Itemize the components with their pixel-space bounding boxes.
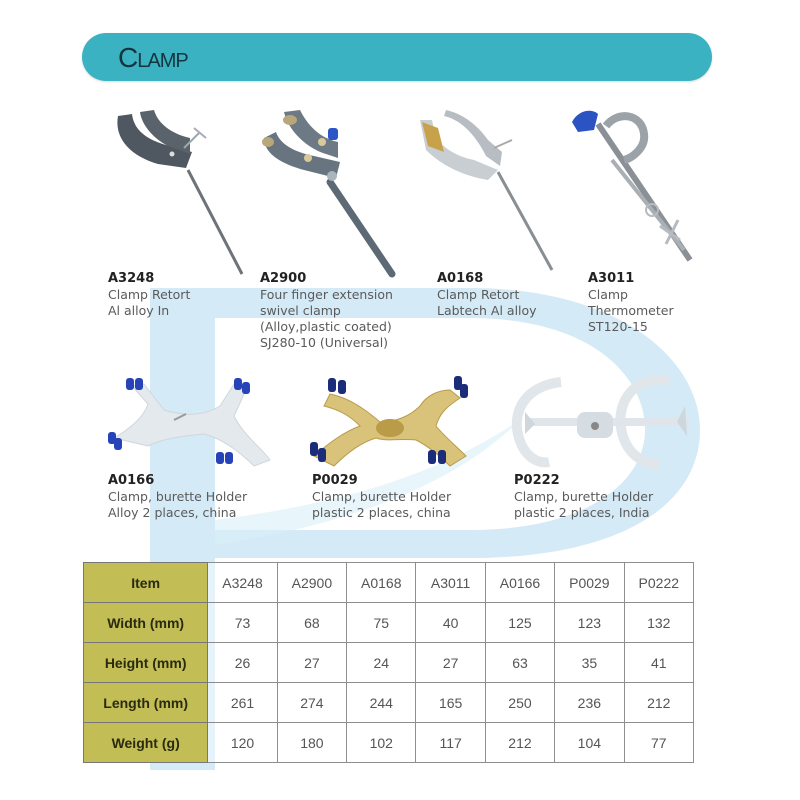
product-description: swivel clamp: [260, 303, 341, 318]
table-header-cell: P0222: [623, 562, 695, 603]
product-image-a3011: [568, 100, 698, 270]
table-cell: 24: [346, 642, 417, 683]
product-description: Clamp, burette Holder: [108, 489, 248, 504]
table-cell: 212: [484, 722, 556, 763]
table-cell: 27: [415, 642, 486, 683]
product-image-a0168: [414, 110, 554, 275]
retort-clamp-icon: [117, 110, 244, 275]
product-code: A3011: [588, 271, 635, 286]
table-cell: 26: [207, 642, 278, 683]
product-image-a0166: [104, 376, 274, 471]
row-label: Height (mm): [82, 642, 209, 683]
table-cell: 35: [554, 642, 625, 683]
product-caption: P0029 Clamp, burette Holder plastic 2 pl…: [312, 473, 451, 521]
burette-holder-icon: [310, 376, 468, 467]
table-header-cell: A3248: [207, 562, 278, 603]
product-caption: A2900 Four finger extension swivel clamp…: [260, 271, 393, 351]
product-caption: A3248 Clamp Retort Al alloy In: [108, 271, 190, 319]
product-code: A0168: [437, 271, 484, 286]
page-title: Clamp: [118, 42, 189, 73]
table-cell: 261: [207, 682, 278, 723]
product-description: plastic 2 places, India: [514, 505, 650, 520]
table-cell: 125: [484, 602, 556, 643]
product-code: P0029: [312, 473, 358, 488]
table-cell: 236: [554, 682, 625, 723]
table-cell: 75: [346, 602, 417, 643]
retort-clamp-icon: [420, 110, 554, 271]
table-cell: 244: [346, 682, 417, 723]
header-bar: Clamp: [82, 33, 712, 81]
table-cell: 123: [554, 602, 625, 643]
product-description: Clamp: [588, 287, 628, 302]
product-description: Thermometer: [588, 303, 674, 318]
table-cell: 180: [276, 722, 348, 763]
product-caption: A3011 Clamp Thermometer ST120-15: [588, 271, 674, 335]
table-cell: 27: [276, 642, 348, 683]
table-row: Length (mm) 261 274 244 165 250 236 212: [82, 682, 695, 723]
table-cell: 120: [207, 722, 278, 763]
row-label: Length (mm): [82, 682, 209, 723]
table-cell: 41: [623, 642, 695, 683]
product-description: Four finger extension: [260, 287, 393, 302]
spec-table: Item A3248 A2900 A0168 A3011 A0166 P0029…: [82, 562, 695, 763]
product-caption: A0168 Clamp Retort Labtech Al alloy: [437, 271, 537, 319]
product-image-p0222: [505, 372, 695, 472]
product-description: Clamp, burette Holder: [312, 489, 452, 504]
product-description: Clamp, burette Holder: [514, 489, 654, 504]
product-description: SJ280-10 (Universal): [260, 335, 389, 350]
table-row: Height (mm) 26 27 24 27 63 35 41: [82, 642, 695, 683]
table-header-cell: Item: [82, 562, 209, 603]
thermometer-clamp-icon: [572, 110, 693, 262]
product-description: Clamp Retort: [437, 287, 520, 302]
table-cell: 212: [623, 682, 695, 723]
product-description: Clamp Retort: [108, 287, 191, 302]
product-code: P0222: [514, 473, 560, 488]
four-finger-clamp-icon: [262, 110, 396, 278]
table-cell: 132: [623, 602, 695, 643]
table-cell: 165: [415, 682, 486, 723]
product-image-p0029: [300, 376, 480, 471]
table-cell: 77: [623, 722, 695, 763]
product-code: A0166: [108, 473, 155, 488]
table-row: Weight (g) 120 180 102 117 212 104 77: [82, 722, 695, 763]
table-cell: 40: [415, 602, 486, 643]
table-cell: 104: [554, 722, 625, 763]
table-row: Width (mm) 73 68 75 40 125 123 132: [82, 602, 695, 643]
product-code: A2900: [260, 271, 307, 286]
product-caption: P0222 Clamp, burette Holder plastic 2 pl…: [514, 473, 653, 521]
product-description: ST120-15: [588, 319, 648, 334]
row-label: Width (mm): [82, 602, 209, 643]
product-description: Labtech Al alloy: [437, 303, 537, 318]
product-caption: A0166 Clamp, burette Holder Alloy 2 plac…: [108, 473, 247, 521]
burette-holder-icon: [511, 374, 689, 469]
table-cell: 73: [207, 602, 278, 643]
product-description: Al alloy In: [108, 303, 170, 318]
product-image-a3248: [110, 108, 250, 278]
table-cell: 68: [276, 602, 348, 643]
product-description: Alloy 2 places, china: [108, 505, 237, 520]
product-code: A3248: [108, 271, 155, 286]
table-cell: 274: [276, 682, 348, 723]
burette-holder-icon: [108, 378, 271, 467]
table-header-cell: A2900: [276, 562, 348, 603]
table-header-cell: A0168: [346, 562, 417, 603]
table-header-row: Item A3248 A2900 A0168 A3011 A0166 P0029…: [82, 562, 695, 603]
row-label: Weight (g): [82, 722, 209, 763]
table-header-cell: A0166: [484, 562, 556, 603]
table-header-cell: A3011: [415, 562, 486, 603]
table-cell: 63: [484, 642, 556, 683]
table-cell: 117: [415, 722, 486, 763]
table-cell: 250: [484, 682, 556, 723]
table-cell: 102: [346, 722, 417, 763]
product-description: (Alloy,plastic coated): [260, 319, 392, 334]
product-image-a2900: [258, 108, 398, 278]
table-header-cell: P0029: [554, 562, 625, 603]
product-description: plastic 2 places, china: [312, 505, 451, 520]
